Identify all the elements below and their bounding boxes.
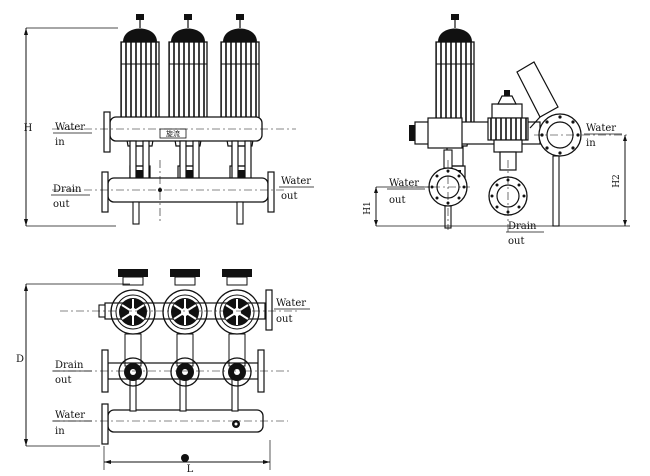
filter-unit-2 xyxy=(166,13,210,183)
side-water-in-label: Water xyxy=(586,123,616,134)
water-out-label: Water xyxy=(281,176,311,187)
water-out-sublabel: out xyxy=(281,191,297,202)
height-label: H xyxy=(24,123,33,134)
filter-unit-1 xyxy=(118,13,162,183)
side-elevation-view: H1 H2 Water out Water in Drain out xyxy=(363,13,630,247)
plan-water-in-sublabel: in xyxy=(55,426,65,437)
water-in-sublabel: in xyxy=(55,137,65,148)
side-water-out-label: Water xyxy=(389,178,419,189)
drain-out-sublabel: out xyxy=(53,199,69,210)
front-elevation-view: 旋流 H Water in Drain out xyxy=(24,13,314,227)
depth-label: D xyxy=(16,354,24,365)
plan-drain-out-sublabel: out xyxy=(55,375,71,386)
inlet-flange xyxy=(103,111,111,153)
name-plate xyxy=(159,128,187,139)
plan-drain-out-label: Drain xyxy=(55,360,84,371)
side-water-in-sublabel: in xyxy=(586,138,596,149)
plan-water-out-label: Water xyxy=(276,298,306,309)
filter-unit-3 xyxy=(218,13,262,183)
water-in-label: Water xyxy=(55,122,85,133)
name-plate-text: 旋流 xyxy=(166,129,180,138)
side-drain-sublabel: out xyxy=(508,236,524,247)
h2-label: H2 xyxy=(612,174,622,188)
h1-label: H1 xyxy=(363,201,373,215)
plan-view: D L xyxy=(16,268,310,475)
drain-out-label: Drain xyxy=(53,184,82,195)
plan-water-in-label: Water xyxy=(55,410,85,421)
side-drain-label: Drain xyxy=(508,221,537,232)
plan-water-out-sublabel: out xyxy=(276,314,292,325)
side-filter-unit xyxy=(433,13,477,183)
side-water-out-sublabel: out xyxy=(389,195,405,206)
length-label: L xyxy=(187,464,194,475)
pressure-gauge xyxy=(516,61,559,118)
